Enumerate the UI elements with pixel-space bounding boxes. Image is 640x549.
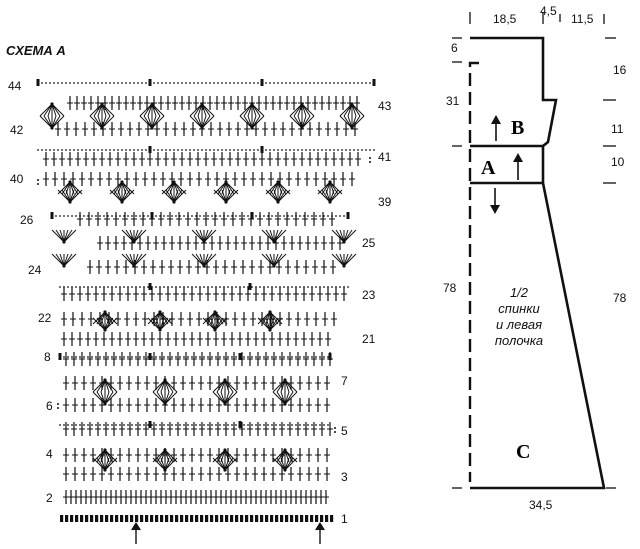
zone-label-c: C (516, 441, 530, 463)
start-arrow-left-icon (131, 522, 141, 544)
row-label-23: 23 (362, 288, 376, 302)
dim-left-top: 6 (451, 41, 458, 55)
row-label-3: 3 (341, 470, 348, 484)
row-label-6: 6 (46, 399, 53, 413)
row-label-7: 7 (341, 374, 348, 388)
row-label-42: 42 (10, 123, 24, 137)
dimension-ticks (452, 12, 616, 489)
dim-right-11: 11 (611, 122, 624, 136)
pattern-dashed-line (468, 61, 479, 482)
dim-left-long: 78 (443, 281, 457, 295)
row-label-22: 22 (38, 311, 52, 325)
zone-label-b: B (511, 117, 524, 139)
row-label-24: 24 (28, 263, 42, 277)
arrow-up-b-icon (491, 115, 501, 141)
dim-top-left: 18,5 (493, 12, 517, 26)
dim-bottom: 34,5 (529, 498, 553, 512)
row-label-44: 44 (8, 79, 22, 93)
dim-right-10: 10 (611, 155, 625, 169)
crochet-chart (36, 79, 376, 522)
piece-label-line-4: полочка (495, 333, 543, 348)
row-label-26: 26 (20, 213, 34, 227)
row-label-39: 39 (378, 195, 392, 209)
piece-label-line-2: спинки (498, 301, 539, 316)
pattern-piece (468, 36, 606, 490)
row-label-25: 25 (362, 236, 376, 250)
row-label-1: 1 (341, 512, 348, 526)
start-arrow-right-icon (315, 522, 325, 544)
arrow-down-icon (490, 188, 500, 214)
row-label-43: 43 (378, 99, 392, 113)
row-label-8: 8 (44, 350, 51, 364)
dim-right-16: 16 (613, 63, 627, 77)
row-label-41: 41 (378, 150, 392, 164)
row-label-40: 40 (10, 172, 24, 186)
piece-label-line-1: 1/2 (510, 285, 529, 300)
dim-top-mid: 4,5 (540, 4, 557, 18)
pattern-outline (470, 36, 606, 490)
piece-label-line-3: и левая (496, 317, 542, 332)
row-label-2: 2 (46, 491, 53, 505)
zone-label-a: A (481, 157, 496, 179)
schema-title: СХЕМА А (6, 43, 66, 58)
dim-right-long: 78 (613, 291, 627, 305)
dim-left-upper: 31 (446, 94, 460, 108)
arrow-up-a-icon (513, 153, 523, 180)
row-label-21: 21 (362, 332, 376, 346)
row-label-4: 4 (46, 447, 53, 461)
dim-top-right: 11,5 (571, 12, 594, 26)
row-label-5: 5 (341, 424, 348, 438)
